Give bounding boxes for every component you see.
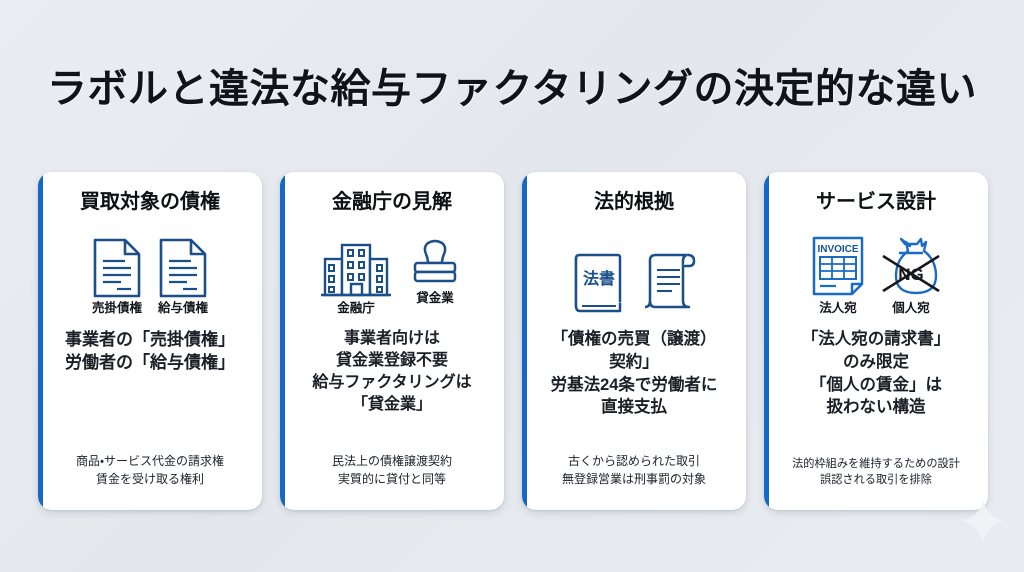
icon-row: 金融庁 貸金業 bbox=[320, 228, 464, 316]
document-icon bbox=[157, 237, 209, 299]
card-body-line: 直接支払 bbox=[601, 398, 667, 417]
card-note-line: 誤認される取引を排除 bbox=[820, 473, 932, 486]
card-body-line: 扱わない構造 bbox=[826, 398, 926, 417]
card-note: 民法上の債権譲渡契約 実質的に貸付と同等 bbox=[290, 453, 494, 500]
card-fsa-opinion: 金融庁の見解 bbox=[280, 172, 504, 510]
card-body-line: 貸金業登録不要 bbox=[335, 352, 448, 370]
icon-label: 法人宛 bbox=[819, 301, 857, 316]
card-title: 買取対象の債権 bbox=[80, 191, 220, 213]
card-note-line: 法的枠組みを維持するための設計 bbox=[792, 457, 960, 470]
card-note-line: 賃金を受け取る権利 bbox=[95, 471, 204, 486]
law-book-cover-text: 法書 bbox=[583, 269, 615, 288]
card-body-line: 「貸金業」 bbox=[351, 396, 432, 414]
icon-cell-fsa: 金融庁 bbox=[320, 237, 392, 316]
card-note-line: 民法上の債権譲渡契約 bbox=[331, 454, 452, 469]
card-accent-bar bbox=[280, 172, 285, 510]
card-body-line: 労基法24条で労働者に bbox=[550, 375, 718, 394]
icon-label: 貸金業 bbox=[416, 291, 454, 306]
card-accent-bar bbox=[764, 172, 769, 510]
page-title: ラボルと違法な給与ファクタリングの決定的な違い bbox=[47, 67, 977, 111]
card-note: 古くから認められた取引 無登録営業は刑事罰の対象 bbox=[532, 453, 736, 500]
card-grid: 買取対象の債権 売掛債権 bbox=[38, 172, 988, 510]
invoice-icon: INVOICE bbox=[810, 235, 866, 299]
card-note: 法的枠組みを維持するための設計 誤認される取引を排除 bbox=[774, 456, 978, 500]
ng-badge-text: NG bbox=[898, 265, 924, 284]
invoice-heading-text: INVOICE bbox=[817, 244, 858, 255]
icon-cell-scroll bbox=[642, 252, 700, 316]
card-body-line: 給与ファクタリングは bbox=[312, 374, 472, 392]
card-body-line: 「債権の売買（譲渡） bbox=[551, 330, 717, 348]
law-book-icon: 法書 bbox=[568, 252, 628, 316]
card-title: サービス設計 bbox=[816, 191, 936, 213]
card-body-line: 「法人宛の請求書」 bbox=[801, 330, 951, 348]
card-body-line: 契約」 bbox=[609, 352, 659, 371]
icon-row: 法書 bbox=[568, 228, 700, 316]
card-purchase-target: 買取対象の債権 売掛債権 bbox=[38, 172, 262, 510]
card-legal-basis: 法的根拠 法書 bbox=[522, 172, 746, 510]
card-body: 事業者向けは 貸金業登録不要 給与ファクタリングは 「貸金業」 bbox=[290, 328, 494, 416]
icon-label: 個人宛 bbox=[892, 301, 930, 316]
card-title: 金融庁の見解 bbox=[332, 191, 452, 213]
icon-label: 売掛債権 bbox=[91, 301, 142, 316]
card-accent-bar bbox=[38, 172, 43, 510]
card-note: 商品・サービス代金の請求権 賃金を受け取る権利 bbox=[48, 453, 252, 500]
icon-label: 金融庁 bbox=[337, 301, 375, 316]
icon-cell-law-book: 法書 bbox=[568, 252, 628, 316]
document-icon bbox=[91, 237, 143, 299]
icon-cell-corporate-invoice: INVOICE 法人宛 bbox=[810, 235, 866, 316]
money-bag-ng-icon: NG bbox=[880, 235, 942, 299]
card-body-line: 「個人の賃金」は bbox=[810, 375, 942, 394]
icon-cell-salary-claim: 給与債権 bbox=[157, 237, 209, 316]
icon-cell-moneylending: 貸金業 bbox=[406, 239, 464, 306]
card-body-line: 事業者向けは bbox=[343, 330, 440, 347]
card-title: 法的根拠 bbox=[594, 191, 674, 213]
icon-label: 給与債権 bbox=[157, 301, 208, 316]
rubber-stamp-icon bbox=[406, 239, 464, 289]
icon-row: 売掛債権 給与債権 bbox=[91, 228, 209, 316]
government-building-icon bbox=[320, 237, 392, 299]
card-body: 「法人宛の請求書」 のみ限定 「個人の賃金」は 扱わない構造 bbox=[774, 328, 978, 419]
card-body: 「債権の売買（譲渡） 契約」 労基法24条で労働者に 直接支払 bbox=[532, 328, 736, 419]
icon-row: INVOICE 法人宛 bbox=[810, 228, 942, 316]
card-accent-bar bbox=[522, 172, 527, 510]
scroll-document-icon bbox=[642, 252, 700, 316]
card-note-line: 古くから認められた取引 bbox=[567, 454, 700, 469]
card-body-line: のみ限定 bbox=[843, 352, 909, 371]
card-body: 事業者の「売掛債権」 労働者の「給与債権」 bbox=[48, 328, 252, 375]
card-body-line: 労働者の「給与債権」 bbox=[65, 353, 235, 373]
card-note-line: 実質的に貸付と同等 bbox=[337, 471, 446, 486]
card-note-line: 商品・サービス代金の請求権 bbox=[75, 454, 225, 469]
card-note-line: 無登録営業は刑事罰の対象 bbox=[561, 471, 706, 486]
icon-cell-personal-ng: NG 個人宛 bbox=[880, 235, 942, 316]
card-body-line: 事業者の「売掛債権」 bbox=[65, 330, 235, 349]
card-service-design: サービス設計 INVOICE 法人宛 bbox=[764, 172, 988, 510]
icon-cell-accounts-receivable: 売掛債権 bbox=[91, 237, 143, 316]
